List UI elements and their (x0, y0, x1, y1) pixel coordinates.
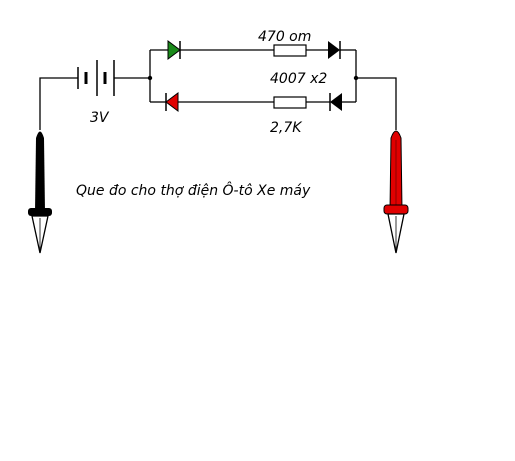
bottom-resistor-label: 2,7K (270, 120, 303, 136)
probe-black (28, 131, 52, 254)
diode-top (328, 41, 341, 59)
junction-right (353, 75, 359, 81)
wire-right-lead (356, 77, 397, 130)
diode-spec-label: 4007 x2 (270, 71, 327, 87)
top-resistor-label: 470 om (258, 29, 311, 45)
probe-red (383, 130, 409, 254)
resistor-bottom (273, 96, 307, 109)
led-green (167, 40, 181, 60)
junction-left (147, 75, 153, 81)
battery-voltage-label: 3V (90, 110, 110, 126)
battery-symbol (77, 60, 115, 96)
led-red (165, 92, 179, 112)
wire-left-lead (39, 77, 78, 130)
caption-label: Que đo cho thợ điện Ô-tô Xe máy (76, 181, 311, 199)
diode-bottom (329, 93, 342, 111)
resistor-top (273, 44, 307, 57)
wires (39, 49, 397, 130)
